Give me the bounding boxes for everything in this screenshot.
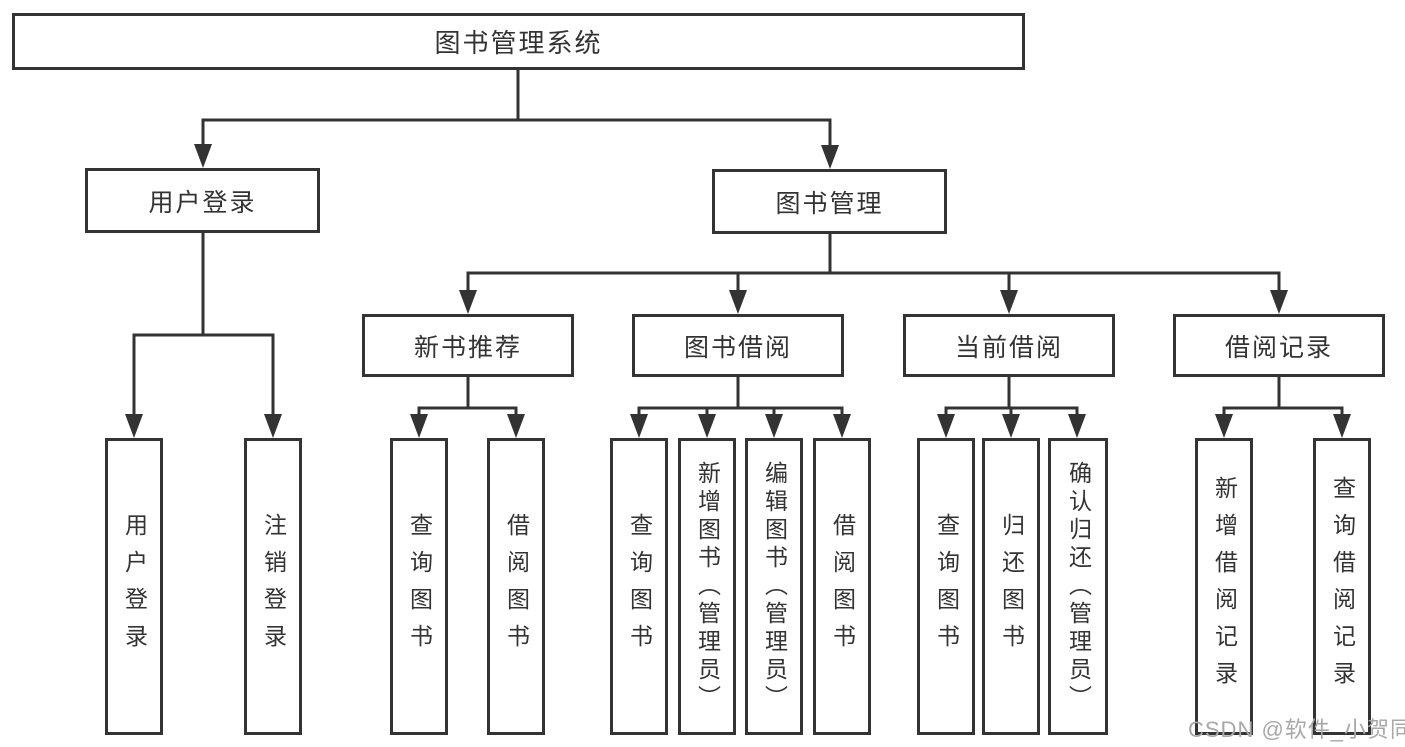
leaf-confirm-return-admin-label: 确认归还（管理员） xyxy=(1065,460,1092,713)
leaf-borrowing-query-books: 查询图书 xyxy=(610,438,668,735)
node-user-login-label: 用户登录 xyxy=(148,188,257,217)
leaf-logout-label: 注销登录 xyxy=(260,512,287,661)
leaf-confirm-return-admin: 确认归还（管理员） xyxy=(1048,438,1108,735)
node-book-borrowing: 图书借阅 xyxy=(632,314,844,377)
arrowheads xyxy=(125,144,1351,438)
leaf-current-query-books-label: 查询图书 xyxy=(933,512,960,661)
node-book-borrowing-label: 图书借阅 xyxy=(683,333,792,362)
node-current-borrowing-label: 当前借阅 xyxy=(954,333,1063,362)
leaf-recommend-borrow-books: 借阅图书 xyxy=(487,438,545,735)
leaf-logout: 注销登录 xyxy=(244,438,302,735)
leaf-user-login-label: 用户登录 xyxy=(121,512,148,661)
leaf-edit-books-admin: 编辑图书（管理员） xyxy=(745,438,803,735)
leaf-user-login: 用户登录 xyxy=(105,438,163,735)
leaf-return-books-label: 归还图书 xyxy=(998,512,1025,661)
node-book-management: 图书管理 xyxy=(712,169,947,234)
leaf-return-books: 归还图书 xyxy=(982,438,1040,735)
leaf-borrow-books-label: 借阅图书 xyxy=(829,512,856,661)
node-library-system: 图书管理系统 xyxy=(12,13,1025,70)
leaf-recommend-query-books: 查询图书 xyxy=(390,438,448,735)
node-borrowing-records-label: 借阅记录 xyxy=(1224,333,1333,362)
node-new-book-recommend-label: 新书推荐 xyxy=(413,333,522,362)
leaf-query-borrow-record-label: 查询借阅记录 xyxy=(1329,475,1356,698)
node-book-management-label: 图书管理 xyxy=(775,189,884,218)
leaf-edit-books-admin-label: 编辑图书（管理员） xyxy=(761,460,788,713)
leaf-current-query-books: 查询图书 xyxy=(917,438,975,735)
leaf-add-books-admin-label: 新增图书（管理员） xyxy=(694,460,721,713)
leaf-add-borrow-record-label: 新增借阅记录 xyxy=(1211,475,1238,698)
leaf-recommend-query-books-label: 查询图书 xyxy=(406,512,433,661)
leaf-add-books-admin: 新增图书（管理员） xyxy=(678,438,736,735)
csdn-watermark: CSDN @软件_小贺同学 xyxy=(1188,717,1405,742)
leaf-add-borrow-record: 新增借阅记录 xyxy=(1195,438,1253,735)
node-borrowing-records: 借阅记录 xyxy=(1173,314,1385,377)
leaf-borrow-books: 借阅图书 xyxy=(813,438,871,735)
node-new-book-recommend: 新书推荐 xyxy=(362,314,574,377)
leaf-query-borrow-record: 查询借阅记录 xyxy=(1313,438,1371,735)
node-user-login: 用户登录 xyxy=(85,168,320,233)
leaf-recommend-borrow-books-label: 借阅图书 xyxy=(503,512,530,661)
node-library-system-label: 图书管理系统 xyxy=(434,28,603,58)
node-current-borrowing: 当前借阅 xyxy=(903,314,1115,377)
leaf-borrowing-query-books-label: 查询图书 xyxy=(626,512,653,661)
